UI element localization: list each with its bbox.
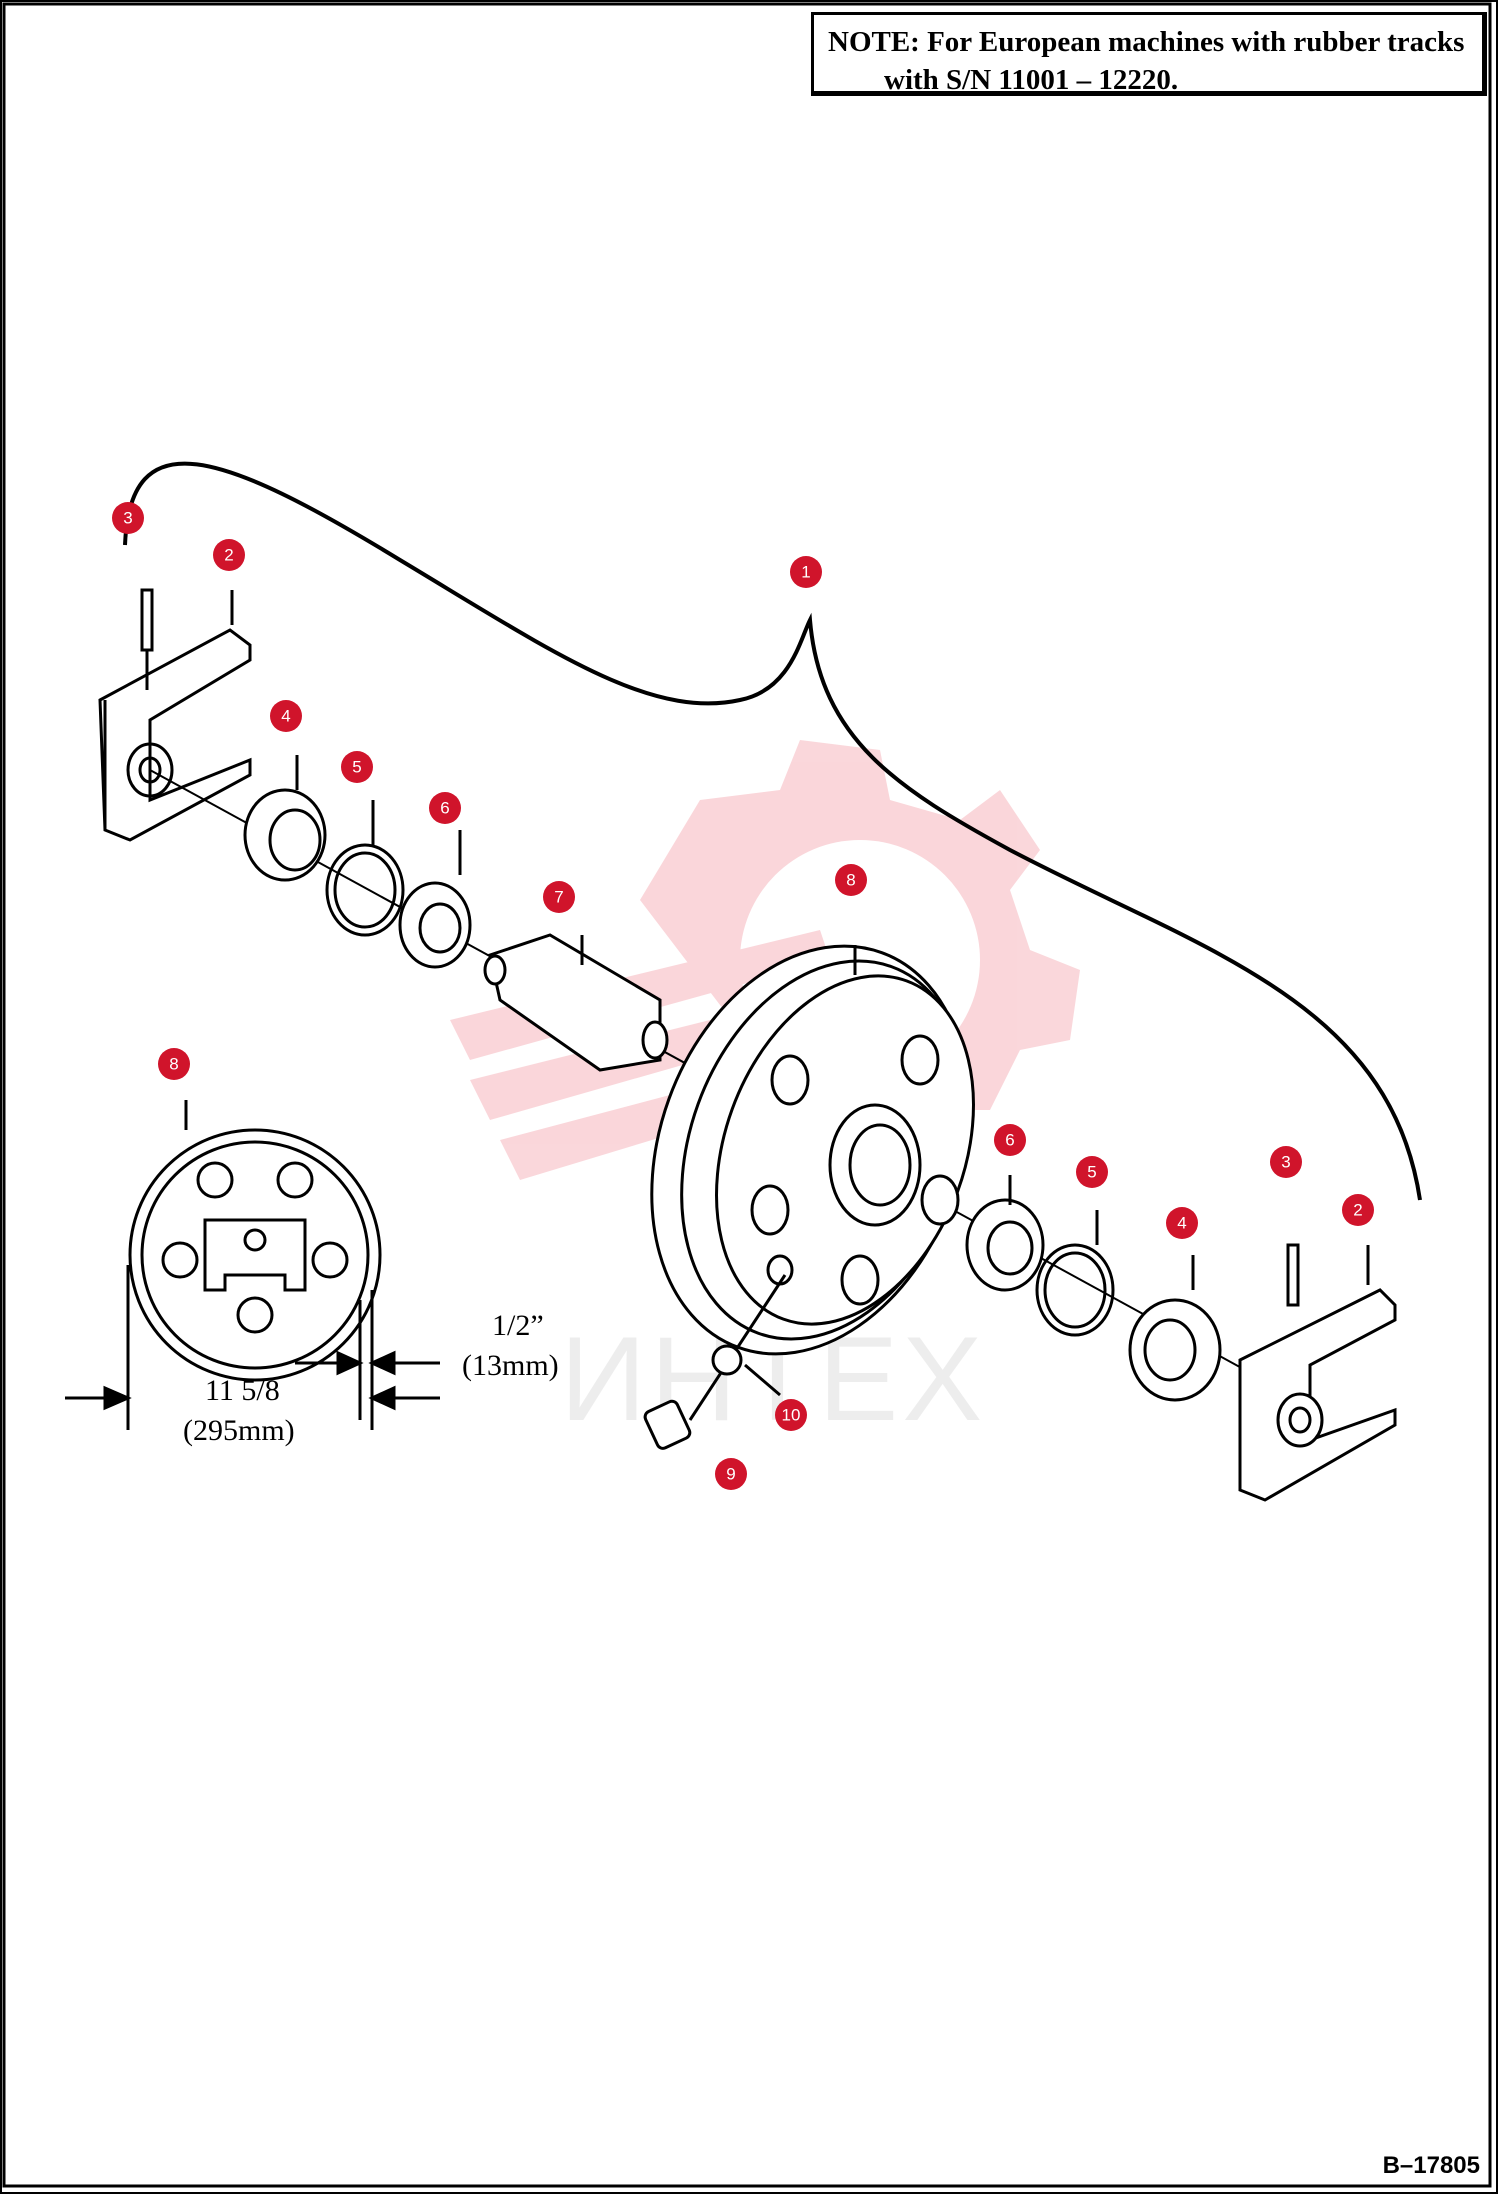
callout-number: 5: [1087, 1163, 1096, 1182]
right-seal: [1128, 1298, 1222, 1402]
callout-10[interactable]: 10: [775, 1399, 807, 1431]
callout-marker: [270, 700, 302, 732]
note-line1: For European machines with rubber tracks: [927, 26, 1465, 58]
callout-number: 4: [281, 707, 290, 726]
callout-number: 3: [1281, 1153, 1290, 1172]
idler-shaft: [483, 933, 669, 1072]
callout-5[interactable]: 5: [1076, 1156, 1108, 1188]
left-roll-pin: [140, 588, 154, 690]
callout-3[interactable]: 3: [1270, 1146, 1302, 1178]
callout-number: 8: [846, 871, 855, 890]
callout-4[interactable]: 4: [270, 700, 302, 732]
inset-wheel-view: [128, 1128, 382, 1382]
callout-number: 1: [801, 563, 810, 582]
callout-marker: [429, 792, 461, 824]
right-roll-pin: [1286, 1243, 1300, 1307]
callout-8[interactable]: 8: [158, 1048, 190, 1080]
callout-marker: [790, 556, 822, 588]
callout-number: 3: [123, 509, 132, 528]
dimension-flange-mm: (13mm): [462, 1349, 559, 1382]
callout-1[interactable]: 1: [790, 556, 822, 588]
plug-and-washer: [643, 1274, 787, 1450]
drawing-code: B–17805: [1382, 2152, 1480, 2179]
callout-number: 9: [726, 1465, 735, 1484]
callout-number: 7: [554, 888, 563, 907]
callout-marker: [715, 1458, 747, 1490]
note-label: NOTE:: [828, 26, 920, 58]
callout-marker: [1076, 1156, 1108, 1188]
dimension-width-in: 11 5/8: [205, 1374, 280, 1407]
right-idler-bracket: [1238, 1288, 1397, 1502]
callout-marker: [835, 864, 867, 896]
right-snap-ring: [1035, 1243, 1115, 1337]
left-seal: [243, 788, 327, 882]
dimension-width-mm: (295mm): [183, 1414, 295, 1447]
assembly-bracket: [123, 461, 1422, 1201]
callout-marker: [775, 1399, 807, 1431]
callout-marker: [543, 881, 575, 913]
callout-markers: 1 2 3 4 5 6 7 8 9 10 2 3 4 5 6 8: [112, 502, 1374, 1490]
callout-marker: [994, 1124, 1026, 1156]
dimension-flange-in: 1/2”: [492, 1309, 544, 1342]
right-bearing: [965, 1198, 1045, 1292]
callout-4[interactable]: 4: [1166, 1207, 1198, 1239]
callout-8[interactable]: 8: [835, 864, 867, 896]
callout-6[interactable]: 6: [429, 792, 461, 824]
leader-lines: [184, 590, 1370, 1290]
callout-6[interactable]: 6: [994, 1124, 1026, 1156]
callout-number: 6: [1005, 1131, 1014, 1150]
callout-marker: [1270, 1146, 1302, 1178]
callout-7[interactable]: 7: [543, 881, 575, 913]
callout-number: 5: [352, 758, 361, 777]
callout-number: 2: [1353, 1201, 1362, 1220]
callout-marker: [112, 502, 144, 534]
callout-number: 8: [169, 1055, 178, 1074]
callout-number: 10: [782, 1406, 801, 1425]
left-snap-ring: [325, 843, 405, 937]
callout-2[interactable]: 2: [213, 539, 245, 571]
note-line2: with S/N 11001 – 12220.: [884, 64, 1179, 96]
callout-marker: [213, 539, 245, 571]
dimension-lines: [65, 1265, 440, 1430]
note-box: NOTE: For European machines with rubber …: [811, 12, 1487, 96]
left-bearing: [398, 881, 472, 969]
left-idler-bracket: [98, 628, 252, 842]
callout-5[interactable]: 5: [341, 751, 373, 783]
callout-3[interactable]: 3: [112, 502, 144, 534]
callout-marker: [1342, 1194, 1374, 1226]
idler-wheel: [650, 944, 975, 1356]
callout-marker: [1166, 1207, 1198, 1239]
callout-marker: [341, 751, 373, 783]
callout-9[interactable]: 9: [715, 1458, 747, 1490]
callout-number: 4: [1177, 1214, 1186, 1233]
callout-2[interactable]: 2: [1342, 1194, 1374, 1226]
callout-marker: [158, 1048, 190, 1080]
callout-number: 2: [224, 546, 233, 565]
callout-number: 6: [440, 799, 449, 818]
